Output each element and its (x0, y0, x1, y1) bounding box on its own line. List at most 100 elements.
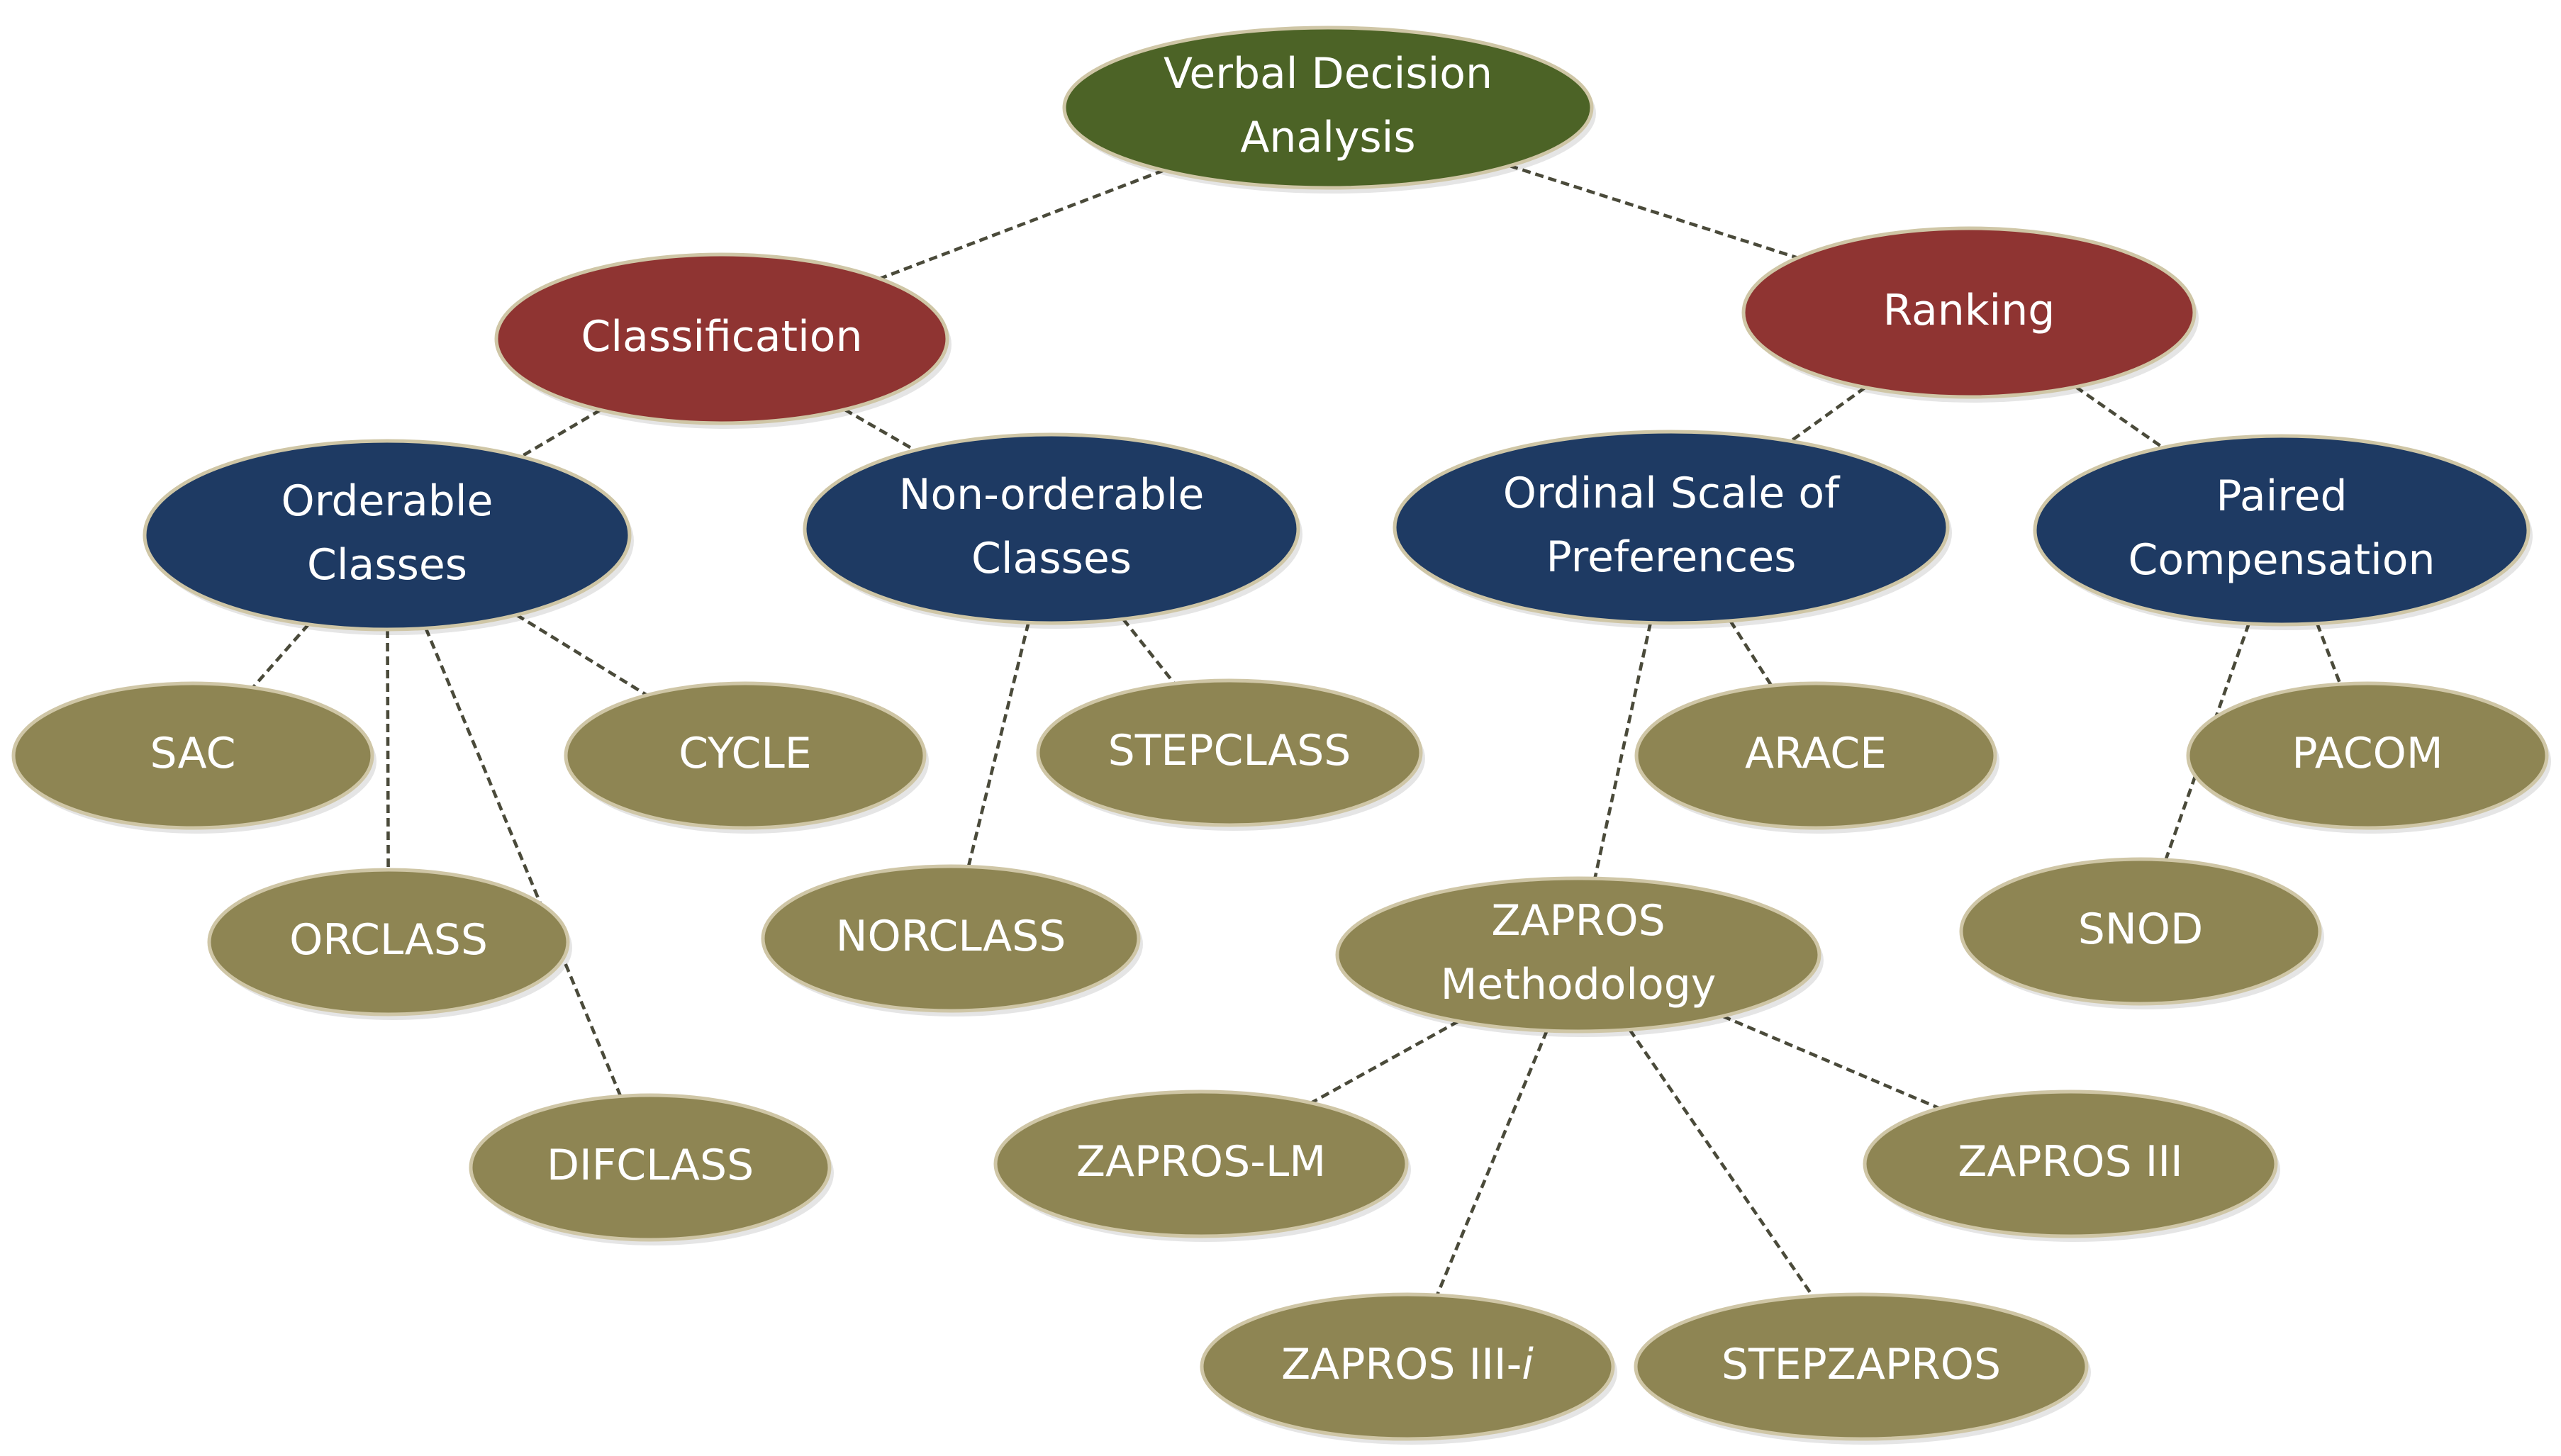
node-zapros-methodology: ZAPROS Methodology (1335, 876, 1824, 1037)
node-ellipse-zapros-iii (1863, 1090, 2278, 1238)
node-label-line: SAC (150, 729, 235, 778)
node-label-line: Compensation (2128, 535, 2435, 585)
node-ellipse-norclass (761, 864, 1141, 1013)
connector-classification-to-non-orderable-classes (844, 408, 916, 452)
node-orclass: ORCLASS (207, 868, 572, 1020)
node-difclass: DIFCLASS (469, 1093, 834, 1245)
node-label-line: ZAPROS III (1958, 1137, 2183, 1187)
node-ellipse-classification (494, 252, 949, 425)
connector-zapros-methodology-to-zapros-iii (1722, 1014, 1940, 1110)
connector-orderable-classes-to-cycle (515, 613, 648, 697)
connector-zapros-methodology-to-zapros-lm (1310, 1019, 1460, 1104)
node-label-line: STEPCLASS (1108, 726, 1351, 775)
node-snod: SNOD (1959, 857, 2324, 1009)
node-ellipse-stepclass (1036, 678, 1423, 827)
node-pacom: PACOM (2186, 681, 2551, 834)
node-label-line: Orderable (281, 476, 493, 526)
node-label-line: Classes (307, 540, 467, 590)
connector-ranking-to-ordinal-scale (1790, 386, 1866, 443)
connector-ranking-to-paired-compensation (2075, 385, 2164, 449)
connector-orderable-classes-to-orclass (386, 629, 390, 870)
node-ellipse-pacom (2186, 681, 2549, 830)
node-label-line: Methodology (1441, 960, 1717, 1009)
node-label-line: STEPZAPROS (1722, 1340, 2001, 1389)
node-label-line: Ranking (1883, 286, 2055, 335)
node-label-zapros-methodology: ZAPROS Methodology (1441, 896, 1717, 1009)
node-ellipse-zapros-lm (993, 1090, 1409, 1238)
node-label-classification: Classification (581, 312, 862, 362)
node-cycle: CYCLE (564, 681, 929, 834)
node-ellipse-stepzapros (1634, 1292, 2089, 1441)
node-label-zapros-iii-i: ZAPROS III-i (1281, 1340, 1534, 1389)
node-label-line: ORCLASS (289, 915, 488, 965)
node-label-orclass: ORCLASS (289, 915, 488, 965)
node-ellipse-sac (11, 681, 374, 830)
node-label-ranking: Ranking (1883, 286, 2055, 335)
node-ellipse-zapros-iii-i (1200, 1292, 1615, 1441)
connector-zapros-methodology-to-stepzapros (1628, 1029, 1814, 1297)
connector-classification-to-orderable-classes (520, 408, 602, 459)
node-ellipse-snod (1959, 857, 2322, 1006)
node-norclass: NORCLASS (761, 864, 1143, 1017)
connector-ordinal-scale-to-arace (1729, 620, 1773, 687)
connector-non-orderable-classes-to-stepclass (1122, 617, 1176, 685)
node-label-line: ZAPROS (1491, 896, 1665, 946)
node-label-line: CYCLE (679, 729, 811, 778)
connector-non-orderable-classes-to-norclass (966, 622, 1030, 868)
connector-orderable-classes-to-sac (251, 623, 310, 689)
node-label-line: DIFCLASS (547, 1141, 754, 1190)
node-label-line: ZAPROS III- (1281, 1340, 1522, 1389)
node-ellipse-difclass (469, 1093, 832, 1242)
node-label-cycle: CYCLE (679, 729, 811, 778)
node-label-arace: ARACE (1745, 729, 1887, 778)
node-label-sac: SAC (150, 729, 235, 778)
node-label-norclass: NORCLASS (836, 912, 1066, 961)
node-label-line: NORCLASS (836, 912, 1066, 961)
connector-root-to-ranking (1509, 164, 1798, 259)
node-zapros-iii: ZAPROS III (1863, 1090, 2280, 1242)
node-label-line: SNOD (2078, 905, 2203, 954)
connector-ordinal-scale-to-zapros-methodology (1593, 622, 1653, 879)
node-ellipse-non-orderable-classes (803, 432, 1300, 625)
node-label-line: ARACE (1745, 729, 1887, 778)
node-sac: SAC (11, 681, 376, 834)
node-label-line: Classes (971, 534, 1132, 583)
node-label-line: Classification (581, 312, 862, 362)
node-stepclass: STEPCLASS (1036, 678, 1425, 831)
node-ellipse-orderable-classes (143, 439, 632, 632)
node-label-snod: SNOD (2078, 905, 2203, 954)
connector-orderable-classes-to-difclass (424, 627, 623, 1097)
connector-paired-compensation-to-pacom (2315, 622, 2342, 685)
node-ranking: Ranking (1741, 226, 2199, 403)
node-arace: ARACE (1634, 681, 1999, 834)
node-label-line: Ordinal Scale of (1503, 469, 1841, 518)
node-ellipse-root (1062, 26, 1594, 190)
node-ellipse-cycle (564, 681, 927, 830)
node-label-line: PACOM (2292, 729, 2443, 778)
node-ellipse-zapros-methodology (1335, 876, 1821, 1034)
node-label-pacom: PACOM (2292, 729, 2443, 778)
connector-zapros-methodology-to-zapros-iii-i (1435, 1030, 1549, 1296)
node-zapros-lm: ZAPROS-LM (993, 1090, 1411, 1242)
node-ellipse-ordinal-scale (1393, 430, 1950, 625)
node-ellipse-paired-compensation (2033, 434, 2531, 627)
connector-root-to-classification (878, 169, 1165, 281)
node-label-line: Analysis (1240, 113, 1415, 162)
node-label-zapros-iii: ZAPROS III (1958, 1137, 2183, 1187)
node-classification: Classification (494, 252, 952, 429)
node-label-stepclass: STEPCLASS (1108, 726, 1351, 775)
node-label-zapros-lm: ZAPROS-LM (1076, 1137, 1326, 1187)
node-label-line: Non-orderable (899, 470, 1205, 520)
